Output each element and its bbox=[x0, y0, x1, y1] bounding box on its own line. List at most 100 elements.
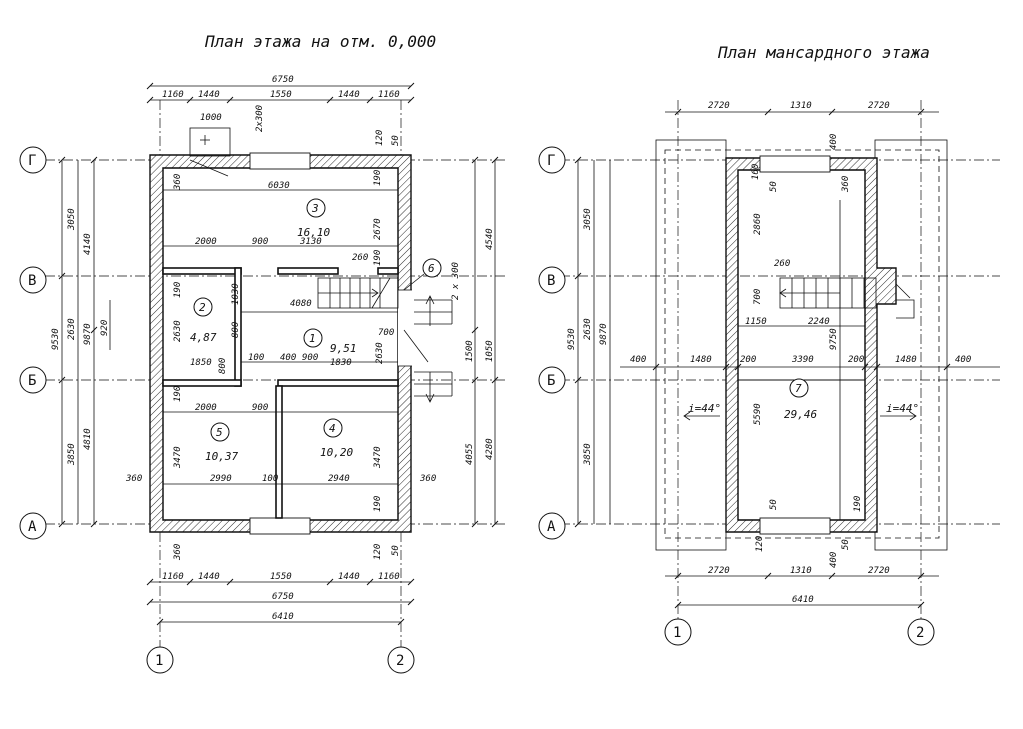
dim-overall-top: 6750 bbox=[272, 75, 294, 85]
dim-bottom-3: 1550 bbox=[270, 572, 292, 582]
attic-dim-bottom-3: 2720 bbox=[868, 566, 890, 576]
attic-dim-b-6: 1480 bbox=[895, 355, 917, 365]
dim-r1-100: 100 bbox=[248, 353, 264, 363]
dim-right-2x300: 2 х 300 bbox=[451, 262, 461, 300]
attic-dim-b-3: 200 bbox=[740, 355, 756, 365]
dim-r3-3130: 3130 bbox=[299, 237, 322, 247]
dim-right-b2: 4055 bbox=[465, 443, 475, 465]
dim-right-a2: 1050 bbox=[485, 340, 495, 362]
attic-axis-bubbles: Г В Б А 1 2 bbox=[538, 146, 935, 646]
dim-top-small-2: 2х300 bbox=[255, 105, 265, 132]
attic-axis-b: Б bbox=[547, 373, 555, 389]
axis-g-left: Г bbox=[28, 153, 36, 169]
dim-r5-900: 900 bbox=[252, 403, 268, 413]
room-7-number: 7 bbox=[795, 382, 802, 395]
attic-axis-a: А bbox=[547, 519, 556, 535]
room-2-area: 4,87 bbox=[190, 331, 217, 344]
dim-left-a3: 3850 bbox=[67, 443, 77, 466]
room-3-number: 3 bbox=[311, 202, 319, 215]
room-4-area: 10,20 bbox=[320, 446, 353, 459]
dim-left-b3: 4810 bbox=[83, 428, 93, 450]
attic-dim-b-1: 400 bbox=[630, 355, 646, 365]
room-5-number: 5 bbox=[216, 426, 223, 439]
attic-dim-axis-span: 6410 bbox=[792, 595, 814, 605]
attic-dim-2240: 2240 bbox=[808, 317, 830, 327]
axis-1-ground: 1 bbox=[155, 653, 163, 669]
dim-r1-4080: 4080 bbox=[290, 299, 312, 309]
dim-bottom-small-190a: 190 bbox=[373, 496, 383, 512]
dim-side-360-right: 360 bbox=[419, 474, 436, 484]
dim-top-3: 1550 bbox=[270, 90, 292, 100]
attic-dim-1150: 1150 bbox=[745, 317, 767, 327]
entrance-steps bbox=[414, 295, 453, 403]
attic-dim-b-2: 1480 bbox=[690, 355, 712, 365]
attic-dim-bottom-50b: 50 bbox=[841, 539, 851, 550]
dim-bottom-small-120: 120 bbox=[373, 544, 383, 560]
dim-r2-190: 190 bbox=[173, 282, 183, 298]
dim-r3-190b: 190 bbox=[373, 250, 383, 266]
attic-walls bbox=[725, 155, 897, 535]
dim-bottom-small-360: 360 bbox=[173, 544, 183, 561]
ground-dimension-labels: 6750 1160 1440 1550 1440 1160 1000 2х300… bbox=[51, 75, 495, 622]
dim-top-5: 1160 bbox=[378, 90, 400, 100]
dim-r5-3470: 3470 bbox=[173, 446, 183, 469]
attic-axis-g: Г bbox=[547, 153, 555, 169]
dim-top-2: 1440 bbox=[198, 90, 220, 100]
attic-roof-outline bbox=[655, 139, 948, 551]
dim-r3-360: 360 bbox=[173, 174, 183, 191]
attic-dim-2860: 2860 bbox=[753, 213, 763, 235]
attic-axis-lines bbox=[560, 100, 1000, 620]
dim-r1-2630: 2630 bbox=[375, 342, 385, 364]
dim-side-360-left: 360 bbox=[125, 474, 142, 484]
attic-dim-left-a1: 3050 bbox=[583, 208, 593, 231]
attic-dim-left-a2: 2630 bbox=[583, 318, 593, 340]
ground-floor-title: План этажа на отм. 0,000 bbox=[204, 32, 436, 51]
dim-bottom-4: 1440 bbox=[338, 572, 360, 582]
dim-r1-400: 400 bbox=[280, 353, 296, 363]
dim-r2-800b: 800 bbox=[218, 358, 228, 374]
attic-stair bbox=[779, 277, 915, 319]
room-4-number: 4 bbox=[329, 422, 336, 435]
attic-dim-b-7: 400 bbox=[955, 355, 971, 365]
dim-r3-2000: 2000 bbox=[195, 237, 217, 247]
dim-r1-1830: 1830 bbox=[330, 358, 352, 368]
dim-bottom-5: 1160 bbox=[378, 572, 400, 582]
dim-overall-bottom: 6750 bbox=[272, 592, 294, 602]
attic-dim-5590: 5590 bbox=[753, 403, 763, 425]
dim-r3-height: 2670 bbox=[373, 218, 383, 240]
dim-r4-2940: 2940 bbox=[328, 474, 350, 484]
axis-v-left: В bbox=[28, 273, 36, 289]
dim-bottom-small-190b: 190 bbox=[173, 386, 183, 402]
dim-top-small-1: 1000 bbox=[200, 113, 222, 123]
dim-r5-2000: 2000 bbox=[195, 403, 217, 413]
attic-dim-top-1: 2720 bbox=[708, 101, 730, 111]
dim-r5-2990: 2990 bbox=[210, 474, 232, 484]
slope-left-label: i=44° bbox=[688, 402, 721, 415]
ground-floor-plan: 6750 1160 1440 1550 1440 1160 1000 2х300… bbox=[19, 75, 505, 674]
dim-r3-190a: 190 bbox=[373, 170, 383, 186]
axis-a-left: А bbox=[28, 519, 37, 535]
dim-left-a2: 2630 bbox=[67, 318, 77, 340]
ground-dimensions bbox=[58, 82, 499, 626]
dim-r3-width: 6030 bbox=[268, 181, 290, 191]
attic-dim-top-2: 1310 bbox=[790, 101, 812, 111]
attic-dim-bottom-2: 1310 bbox=[790, 566, 812, 576]
dim-bottom-2: 1440 bbox=[198, 572, 220, 582]
attic-dim-9750: 9750 bbox=[829, 328, 839, 350]
dim-top-4: 1440 bbox=[338, 90, 360, 100]
attic-dim-160: 160 bbox=[751, 164, 761, 180]
attic-dim-260: 260 bbox=[774, 259, 790, 269]
attic-dim-left-outer: 9530 bbox=[567, 328, 577, 350]
attic-dim-bottom-50a: 50 bbox=[769, 499, 779, 510]
room-1-number: 1 bbox=[309, 332, 316, 345]
room-6-number: 6 bbox=[428, 262, 435, 275]
dim-top-small-4: 50 bbox=[391, 135, 401, 146]
dim-r2-1030: 1030 bbox=[231, 283, 241, 305]
axis-b-left: Б bbox=[28, 373, 36, 389]
attic-dimensions bbox=[574, 108, 1000, 609]
attic-dim-b-4: 3390 bbox=[791, 355, 814, 365]
attic-dim-left-a3: 3850 bbox=[583, 443, 593, 466]
attic-axis-v: В bbox=[547, 273, 555, 289]
attic-dim-bottom-120: 120 bbox=[755, 536, 765, 552]
